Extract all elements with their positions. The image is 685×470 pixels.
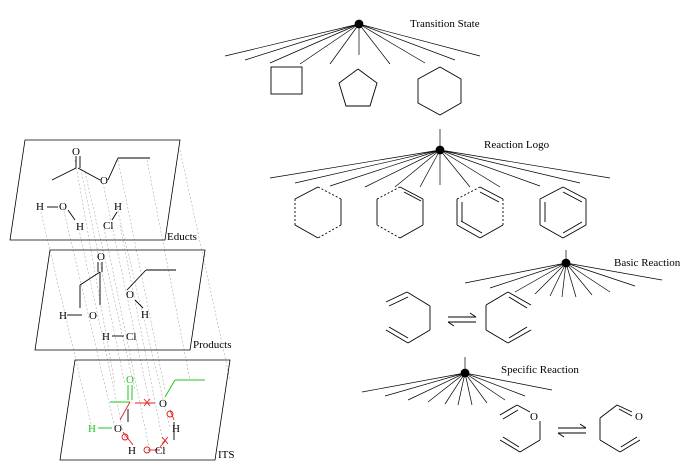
transition-state-node bbox=[224, 19, 481, 65]
specific-reaction-product bbox=[599, 404, 641, 453]
its-carbonyl-oxygen: O bbox=[126, 374, 134, 386]
reaction-logo-node bbox=[269, 129, 611, 188]
product-carbonyl-oxygen: O bbox=[97, 251, 105, 263]
educt-carbonyl-oxygen: O bbox=[72, 146, 80, 158]
logo-hexagon-3 bbox=[456, 186, 504, 239]
projection-guides bbox=[39, 149, 231, 453]
product-hydrogen-1: H bbox=[59, 310, 67, 322]
its-label: ITS bbox=[218, 449, 235, 461]
basic-reaction-product bbox=[485, 291, 532, 344]
specific-product-oxygen: O bbox=[635, 411, 643, 423]
educt-ester-oxygen: O bbox=[100, 175, 108, 187]
its-chlorine: Cl bbox=[155, 445, 165, 457]
logo-hexagon-1 bbox=[294, 186, 342, 239]
products-label: Products bbox=[193, 339, 232, 351]
logo-hexagon-4 bbox=[539, 186, 587, 239]
its-plane bbox=[59, 359, 231, 461]
five-ring-shape bbox=[338, 68, 378, 107]
basic-reaction-label: Basic Reaction bbox=[614, 257, 681, 269]
educts-molecule bbox=[47, 156, 150, 221]
reaction-logo-label: Reaction Logo bbox=[484, 139, 550, 151]
specific-reaction-reactant bbox=[499, 404, 541, 453]
educt-hydrogen-1: H bbox=[36, 201, 44, 213]
transition-state-label: Transition State bbox=[410, 18, 480, 30]
its-hydrogen-2: H bbox=[172, 423, 180, 435]
product-hydrogen-2: H bbox=[141, 309, 149, 321]
educts-label: Educts bbox=[167, 231, 197, 243]
four-ring-shape bbox=[270, 66, 303, 95]
specific-reaction-label: Specific Reaction bbox=[501, 364, 579, 376]
ring-shapes bbox=[270, 66, 462, 116]
specific-reactant-oxygen: O bbox=[530, 411, 538, 423]
products-plane bbox=[34, 249, 206, 351]
educt-chlorine: Cl bbox=[103, 220, 113, 232]
its-oxygen: O bbox=[114, 423, 122, 435]
its-hydrogen-3: H bbox=[128, 445, 136, 457]
educts-plane bbox=[9, 139, 181, 241]
its-ether-oxygen: O bbox=[159, 398, 167, 410]
product-hydrogen-3: H bbox=[102, 331, 110, 343]
specific-reaction-equilibrium-arrow bbox=[557, 423, 587, 438]
logo-hexagon-2 bbox=[376, 186, 424, 239]
six-ring-shape bbox=[417, 66, 462, 116]
educt-hydrogen-2: H bbox=[76, 221, 84, 233]
its-hydrogen-1: H bbox=[88, 423, 96, 435]
product-chlorine: Cl bbox=[126, 331, 136, 343]
products-molecule bbox=[67, 262, 176, 337]
basic-reaction-equilibrium-arrow bbox=[447, 312, 477, 327]
its-bond-markers bbox=[121, 398, 174, 454]
product-acid-oxygen: O bbox=[89, 310, 97, 322]
specific-reaction-node bbox=[361, 357, 553, 406]
educt-water-oxygen: O bbox=[59, 201, 67, 213]
its-formed-bonds bbox=[98, 379, 205, 429]
basic-reaction-node bbox=[464, 250, 663, 298]
its-molecule-black bbox=[127, 409, 175, 440]
product-alcohol-oxygen: O bbox=[126, 289, 134, 301]
basic-reaction-reactant bbox=[385, 291, 431, 344]
educt-hydrogen-3: H bbox=[114, 201, 122, 213]
